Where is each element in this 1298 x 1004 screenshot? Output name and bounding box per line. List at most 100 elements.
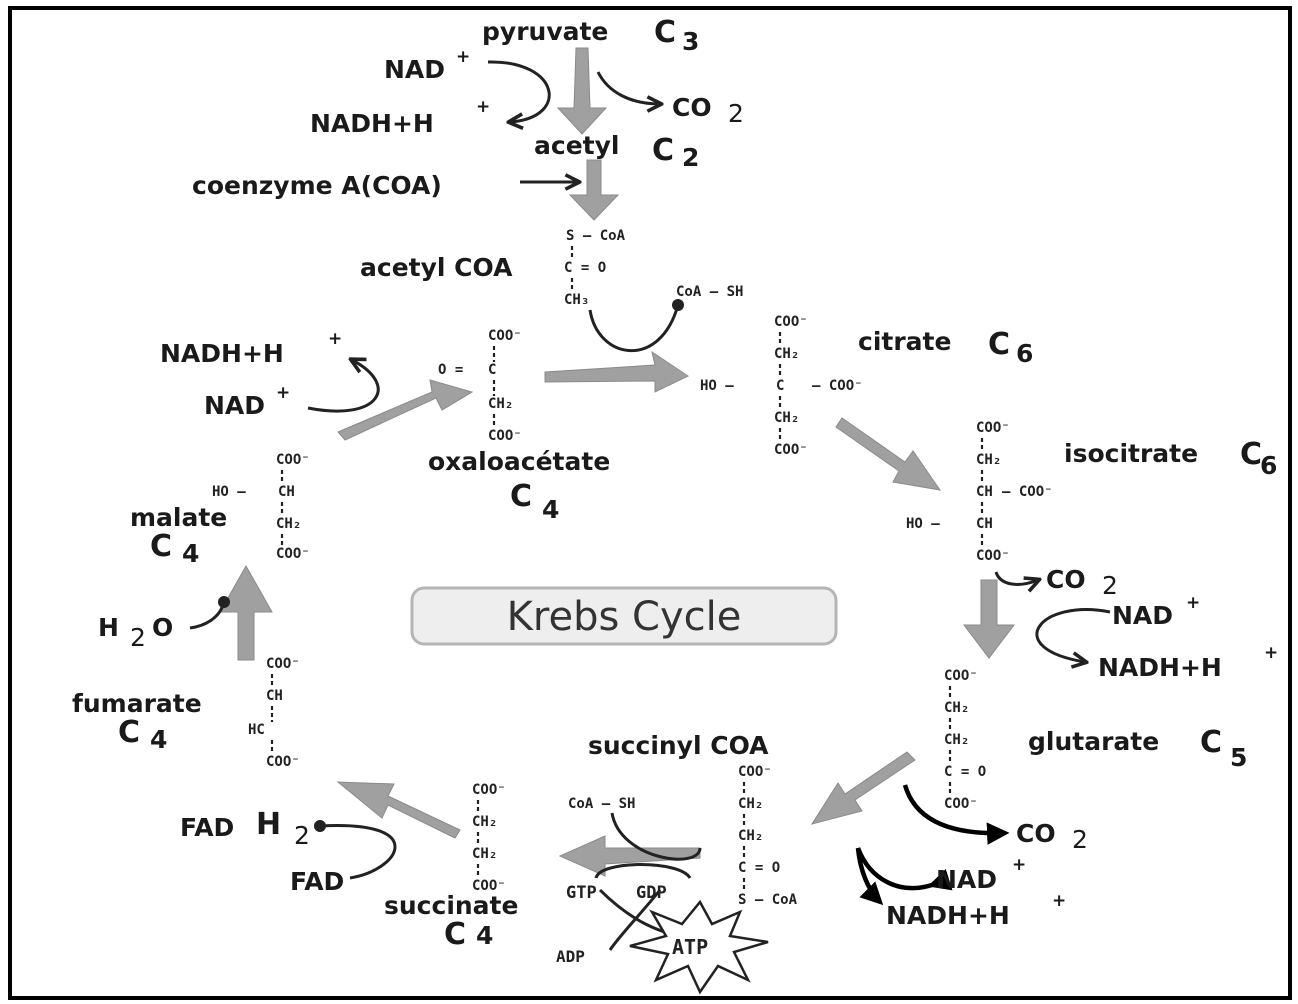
label-malate-n: 4 bbox=[182, 539, 199, 568]
arrow-nad-nadh-iso bbox=[1035, 608, 1111, 662]
svg-text:CH₃: CH₃ bbox=[564, 292, 589, 308]
formula-coash-top: CoA — SH bbox=[676, 284, 743, 300]
arrow-co2-iso bbox=[994, 571, 1038, 584]
svg-text:O =: O = bbox=[438, 362, 463, 378]
label-fad: FAD bbox=[290, 867, 344, 896]
label-citrate: citrate bbox=[858, 327, 951, 356]
arrow-co2-glu bbox=[902, 784, 1010, 845]
arrow-nadh-glu-tail bbox=[855, 847, 884, 906]
formula-coash-succinyl: CoA — SH bbox=[568, 796, 635, 812]
label-h2o-o: O bbox=[152, 613, 173, 642]
svg-text:COO⁻: COO⁻ bbox=[774, 442, 808, 458]
label-succinate-c: C bbox=[444, 917, 466, 952]
arrow-nad-nadh-mal bbox=[307, 360, 380, 413]
label-nad-iso-plus: + bbox=[1186, 593, 1200, 613]
label-fumarate-c: C bbox=[118, 715, 140, 750]
label-fumarate-n: 4 bbox=[150, 725, 167, 754]
label-co2-iso-sub: 2 bbox=[1102, 571, 1118, 600]
diagram-frame bbox=[8, 6, 1292, 1000]
svg-text:CH: CH bbox=[278, 484, 295, 500]
structure-oxaloacetate: COO⁻ O = C CH₂ COO⁻ bbox=[438, 328, 522, 444]
svg-text:COO⁻: COO⁻ bbox=[488, 328, 522, 344]
label-fadh-sub: 2 bbox=[294, 821, 310, 850]
arrow-fad-fadh bbox=[314, 820, 397, 880]
label-isocitrate-n: 6 bbox=[1260, 451, 1277, 480]
label-co2-glu-sub: 2 bbox=[1072, 825, 1088, 854]
label-co2-top: CO bbox=[672, 93, 712, 122]
svg-text:C = O: C = O bbox=[944, 764, 986, 780]
svg-text:COO⁻: COO⁻ bbox=[266, 656, 300, 672]
label-adp: ADP bbox=[556, 947, 585, 966]
label-acetyl-c: C bbox=[652, 133, 674, 168]
svg-text:COO⁻: COO⁻ bbox=[944, 668, 978, 684]
arrow-acetyl-acetylcoa bbox=[568, 159, 620, 221]
label-isocitrate: isocitrate bbox=[1064, 439, 1198, 468]
label-h2o-sub: 2 bbox=[130, 623, 146, 652]
label-pyruvate-c: C bbox=[654, 15, 676, 50]
label-succinyl-coa: succinyl COA bbox=[588, 731, 769, 760]
label-glutarate-c: C bbox=[1200, 725, 1222, 760]
label-nadh-top-plus: + bbox=[476, 97, 490, 117]
label-oxaloacetate: oxaloacétate bbox=[428, 447, 610, 476]
atp-starburst bbox=[629, 899, 769, 995]
label-fadh-h: H bbox=[256, 807, 281, 842]
svg-text:CH₂: CH₂ bbox=[738, 796, 763, 812]
labels: pyruvate C 3 NAD + NADH+H + CO 2 acetyl … bbox=[72, 15, 1278, 952]
label-oxalo-n: 4 bbox=[542, 495, 559, 524]
label-coenzyme: coenzyme A(COA) bbox=[192, 171, 442, 200]
svg-text:COO⁻: COO⁻ bbox=[976, 420, 1010, 436]
structure-isocitrate: COO⁻ CH₂ CH — COO⁻ HO — CH COO⁻ bbox=[906, 420, 1053, 564]
arrow-succinate-fumarate bbox=[336, 781, 461, 839]
title-badge: Krebs Cycle bbox=[410, 586, 838, 646]
svg-text:COO⁻: COO⁻ bbox=[266, 754, 300, 770]
label-succinate-n: 4 bbox=[476, 921, 493, 950]
label-nad-top-plus: + bbox=[456, 47, 470, 67]
structure-acetyl-coa: S — CoA C = O CH₃ bbox=[564, 228, 626, 308]
label-glutarate: glutarate bbox=[1028, 727, 1159, 756]
structure-succinyl-coa: COO⁻ CH₂ CH₂ C = O S — CoA bbox=[738, 764, 798, 908]
arrow-atp-gtp bbox=[608, 889, 662, 951]
svg-text:S — CoA: S — CoA bbox=[566, 228, 626, 244]
svg-text:COO⁻: COO⁻ bbox=[276, 452, 310, 468]
cofactor-arrows bbox=[189, 60, 1111, 951]
diagram-title: Krebs Cycle bbox=[507, 594, 742, 640]
label-nad-mal: NAD bbox=[204, 391, 265, 420]
label-acetyl-n: 2 bbox=[682, 143, 699, 172]
structure-succinate: COO⁻ CH₂ CH₂ COO⁻ bbox=[472, 782, 506, 894]
label-gdp: GDP bbox=[636, 883, 667, 903]
label-malate-c: C bbox=[150, 529, 172, 564]
label-nadh-glu: NADH+H bbox=[886, 901, 1010, 930]
label-nadh-mal-plus: + bbox=[328, 329, 342, 349]
svg-text:C: C bbox=[776, 378, 784, 394]
label-pyruvate: pyruvate bbox=[482, 17, 608, 46]
label-h2o-h: H bbox=[98, 613, 119, 642]
arrow-nad-nadh-top bbox=[487, 60, 551, 122]
arrow-malate-oxalo bbox=[337, 379, 474, 441]
svg-text:COO⁻: COO⁻ bbox=[976, 548, 1010, 564]
label-nad-iso: NAD bbox=[1112, 601, 1173, 630]
svg-text:COO⁻: COO⁻ bbox=[472, 878, 506, 894]
label-fumarate: fumarate bbox=[72, 689, 202, 718]
label-nadh-glu-plus: + bbox=[1052, 891, 1066, 911]
svg-text:HO —: HO — bbox=[906, 516, 940, 532]
arrow-glutarate-succinylcoa bbox=[810, 751, 916, 825]
label-nad-glu: NAD bbox=[936, 865, 997, 894]
svg-text:COO⁻: COO⁻ bbox=[488, 428, 522, 444]
svg-text:CH: CH bbox=[266, 688, 283, 704]
label-nadh-iso: NADH+H bbox=[1098, 653, 1222, 682]
svg-text:CH₂: CH₂ bbox=[774, 410, 799, 426]
structure-fumarate: COO⁻ CH HC COO⁻ bbox=[248, 656, 300, 770]
svg-text:C = O: C = O bbox=[738, 860, 780, 876]
svg-text:CH₂: CH₂ bbox=[472, 846, 497, 862]
label-co2-glu: CO bbox=[1016, 819, 1056, 848]
label-malate: malate bbox=[130, 503, 227, 532]
svg-text:HC: HC bbox=[248, 722, 265, 738]
label-nad-mal-plus: + bbox=[276, 383, 290, 403]
arrow-nad-nadh-glu bbox=[855, 847, 953, 891]
svg-text:COO⁻: COO⁻ bbox=[944, 796, 978, 812]
label-gtp: GTP bbox=[566, 883, 597, 903]
label-pyruvate-n: 3 bbox=[682, 27, 699, 56]
svg-text:— COO⁻: — COO⁻ bbox=[1002, 484, 1053, 500]
energy-coupling: GTP GDP ADP ATP bbox=[556, 883, 769, 995]
arrow-fumarate-malate bbox=[219, 564, 273, 661]
